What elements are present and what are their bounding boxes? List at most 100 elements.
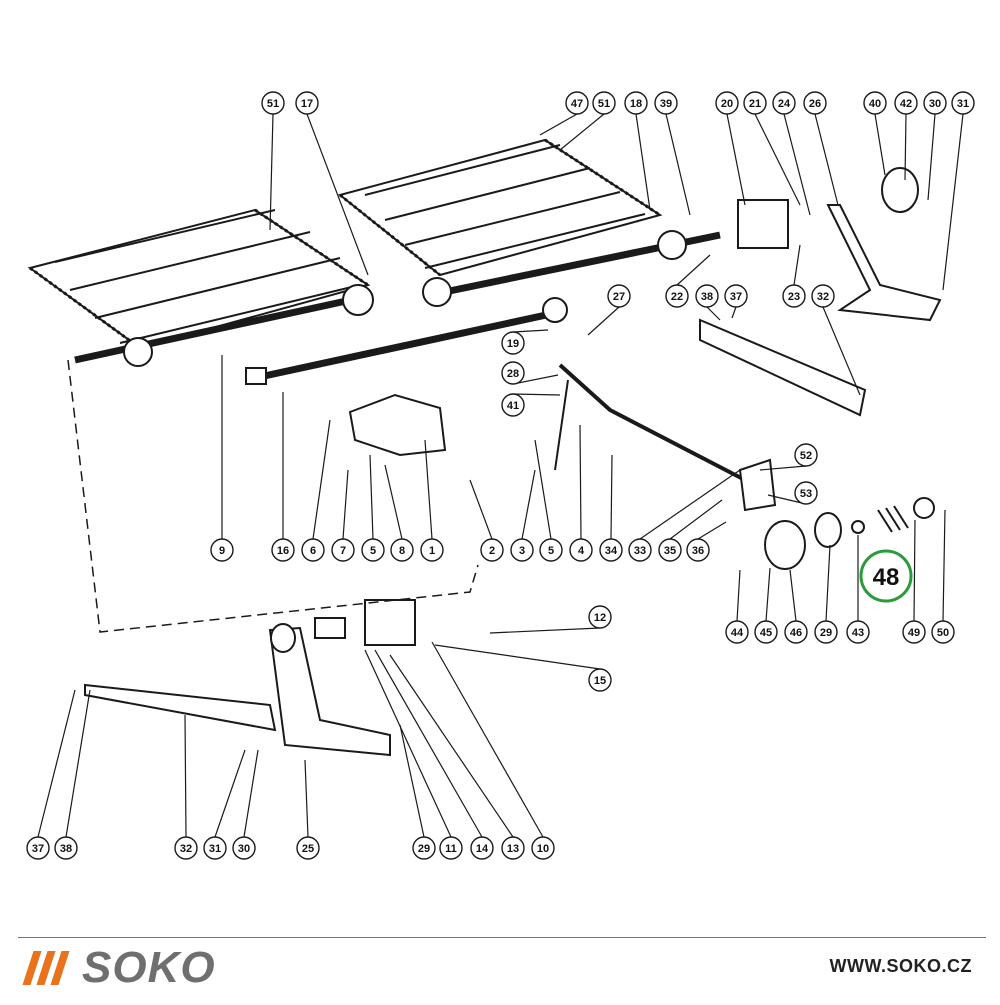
- leader-line: [534, 439, 552, 540]
- leader-line: [676, 254, 711, 286]
- leader-line: [759, 465, 807, 471]
- part-callout-8: 8: [390, 538, 414, 562]
- callout-number: 47: [571, 98, 583, 110]
- part-callout-10: 10: [531, 836, 555, 860]
- callout-number: 42: [900, 98, 912, 110]
- callout-number: 31: [957, 98, 969, 110]
- leader-line: [942, 113, 964, 291]
- leader-line: [610, 454, 613, 540]
- part-callout-3: 3: [510, 538, 534, 562]
- leader-line: [736, 569, 741, 622]
- part-callout-38: 38: [54, 836, 78, 860]
- callout-number: 29: [418, 843, 430, 855]
- highlight-ring: [859, 549, 913, 603]
- callout-number: 3: [519, 545, 525, 557]
- callout-number: 32: [817, 291, 829, 303]
- callout-number: 22: [671, 291, 683, 303]
- leader-line: [431, 641, 544, 838]
- callout-number: 25: [302, 843, 314, 855]
- callout-circle: [271, 538, 295, 562]
- callout-circle: [811, 284, 835, 308]
- logo-stripes-icon: [22, 951, 70, 985]
- callout-circle: [390, 538, 414, 562]
- callout-number: 8: [399, 545, 405, 557]
- part-callout-39: 39: [654, 91, 678, 115]
- callout-number: 43: [852, 627, 864, 639]
- callout-circle: [743, 91, 767, 115]
- leader-line: [539, 113, 578, 136]
- website-link[interactable]: WWW.SOKO.CZ: [829, 956, 972, 976]
- callout-circle: [588, 668, 612, 692]
- callout-circle: [894, 91, 918, 115]
- callout-number: 10: [537, 843, 549, 855]
- part-callout-25: 25: [296, 836, 320, 860]
- leader-line: [306, 113, 369, 276]
- part-callout-30: 30: [923, 91, 947, 115]
- part-callout-17: 17: [295, 91, 319, 115]
- leader-line: [399, 724, 425, 838]
- callout-circle: [565, 91, 589, 115]
- callout-circle: [361, 538, 385, 562]
- callout-number: 38: [60, 843, 72, 855]
- leader-line: [304, 759, 309, 838]
- callout-circle: [607, 284, 631, 308]
- part-callout-21: 21: [743, 91, 767, 115]
- leader-line: [731, 306, 737, 319]
- callout-number: 37: [730, 291, 742, 303]
- callout-circle: [724, 284, 748, 308]
- callout-number: 17: [301, 98, 313, 110]
- leader-line: [942, 509, 946, 622]
- callout-number: 19: [507, 338, 519, 350]
- callout-number: 51: [267, 98, 279, 110]
- callout-number: 7: [340, 545, 346, 557]
- soko-logo: SOKO: [22, 943, 216, 993]
- callout-number: 27: [613, 291, 625, 303]
- callout-number: 39: [660, 98, 672, 110]
- leader-line: [374, 649, 483, 838]
- callout-circle: [665, 284, 689, 308]
- callout-circle: [931, 620, 955, 644]
- part-callout-42: 42: [894, 91, 918, 115]
- part-callout-29: 29: [412, 836, 436, 860]
- leader-line: [512, 329, 549, 333]
- leader-line: [65, 689, 91, 838]
- callout-number: 11: [445, 843, 457, 855]
- callout-circle: [754, 620, 778, 644]
- callout-circle: [510, 538, 534, 562]
- leader-line: [765, 567, 771, 622]
- callout-number: 32: [180, 843, 192, 855]
- callout-number: 41: [507, 400, 519, 412]
- part-callout-36: 36: [686, 538, 710, 562]
- callout-circle: [501, 836, 525, 860]
- leader-line: [754, 113, 801, 206]
- callout-circle: [480, 538, 504, 562]
- leader-line: [364, 649, 452, 838]
- callout-circle: [599, 538, 623, 562]
- callout-circle: [232, 836, 256, 860]
- leader-line: [706, 306, 721, 321]
- leader-lines: [37, 113, 964, 838]
- callout-circle: [261, 91, 285, 115]
- leader-line: [469, 479, 493, 540]
- part-callout-27: 27: [607, 284, 631, 308]
- leader-line: [639, 469, 741, 540]
- callout-number: 5: [548, 545, 554, 557]
- callout-number: 2: [489, 545, 495, 557]
- footer-divider: [18, 937, 986, 938]
- leader-line: [579, 424, 582, 540]
- callout-number: 24: [778, 98, 791, 110]
- part-callout-51: 51: [261, 91, 285, 115]
- callout-number: 15: [594, 675, 606, 687]
- part-callout-6: 6: [301, 538, 325, 562]
- part-callout-45: 45: [754, 620, 778, 644]
- part-callout-2: 2: [480, 538, 504, 562]
- callout-circle: [210, 538, 234, 562]
- part-callout-5: 5: [361, 538, 385, 562]
- logo-text: SOKO: [82, 943, 216, 992]
- callout-number: 31: [209, 843, 221, 855]
- part-callout-37: 37: [26, 836, 50, 860]
- leader-line: [814, 113, 839, 206]
- part-callout-50: 50: [931, 620, 955, 644]
- leader-line: [184, 714, 187, 838]
- callout-circle: [902, 620, 926, 644]
